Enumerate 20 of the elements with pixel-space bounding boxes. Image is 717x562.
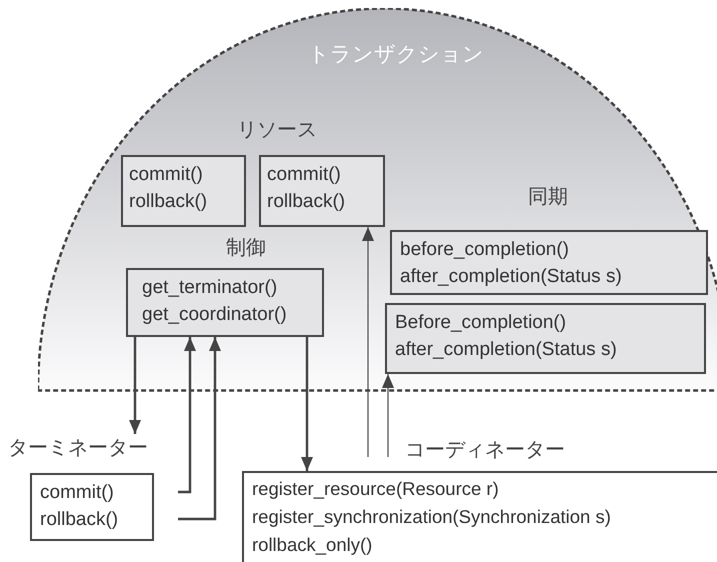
arrow [178, 337, 221, 520]
group-label: リソース [237, 118, 317, 143]
method-box: Before_completion() after_completion(Status s) [385, 303, 706, 374]
arrow [129, 337, 141, 434]
method-box: commit() rollback() [259, 155, 385, 227]
method-box: commit() rollback() [121, 155, 246, 227]
group-label: 同期 [528, 185, 568, 210]
arrow [178, 337, 196, 494]
box-heading: 制御 [226, 236, 266, 261]
dome-area [38, 8, 717, 392]
arrow [301, 337, 313, 471]
arrow [382, 374, 394, 457]
method-box: commit() rollback() [30, 473, 154, 541]
arrow [362, 227, 374, 457]
box-heading: コーディネーター [405, 438, 565, 463]
method-box: register_resource(Resource r) register_synchronization(Synchronization s) rollback_only() [242, 471, 717, 562]
method-box: before_completion() after_completion(Status s) [390, 230, 708, 295]
box-heading: ターミネーター [8, 436, 148, 461]
dome-heading: トランザクション [308, 42, 484, 68]
method-box: get_terminator() get_coordinator() [126, 268, 324, 337]
